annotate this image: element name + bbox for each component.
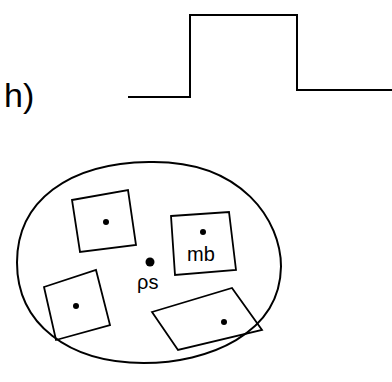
- symbol-label: ρs: [137, 272, 158, 292]
- symbol-label: mb: [187, 244, 215, 264]
- particle-dot: [103, 219, 109, 225]
- particle-dot: [200, 229, 206, 235]
- particle-dot: [73, 303, 79, 309]
- center-dot: [146, 258, 155, 267]
- particle-box: [152, 288, 262, 350]
- particle-box: [44, 270, 110, 340]
- top-hat-function: [128, 15, 392, 97]
- particle-box: mb: [165, 212, 237, 276]
- ellipse-outline: [15, 160, 283, 365]
- ellipse-outline: [17, 162, 281, 363]
- particle-box: [72, 190, 136, 252]
- particle-dot: [221, 319, 227, 325]
- box-outline: [171, 212, 236, 275]
- domain-ellipse: ρs mb: [15, 160, 283, 365]
- part-label: h): [4, 78, 34, 112]
